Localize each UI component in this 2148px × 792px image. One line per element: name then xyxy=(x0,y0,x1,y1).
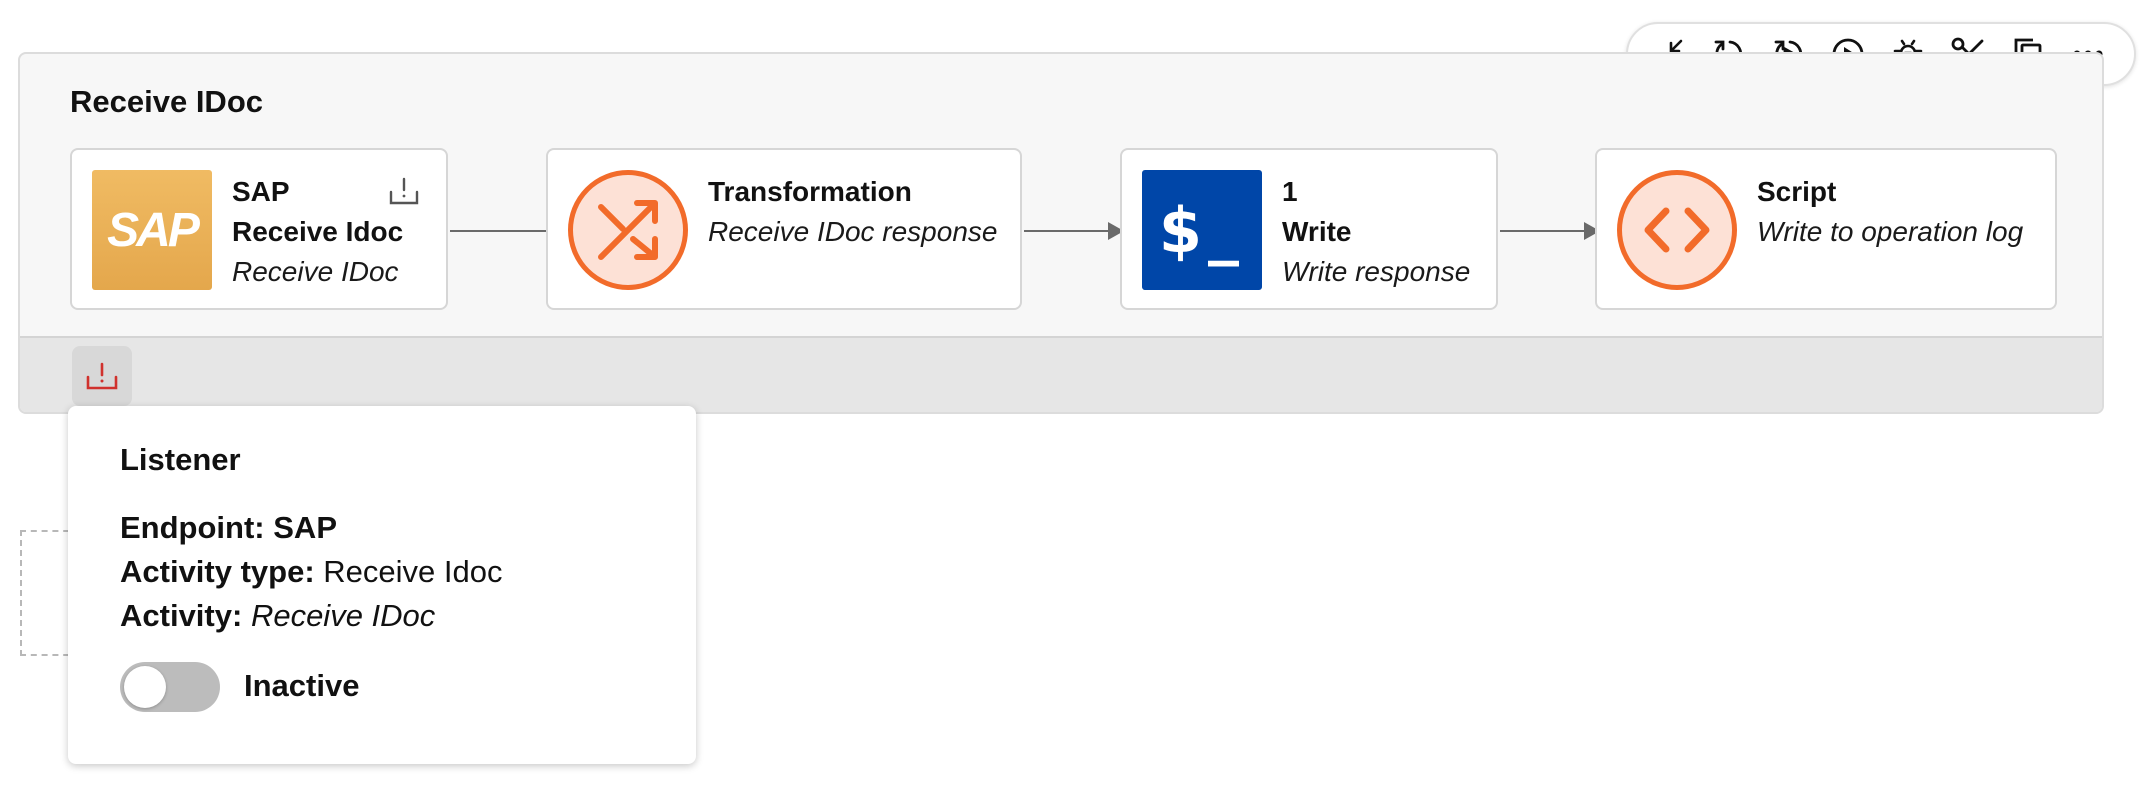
endpoint-row: Endpoint: SAP xyxy=(120,510,337,545)
activity-type-row: Activity type: Receive Idoc xyxy=(120,554,503,589)
step-activity: Write xyxy=(1282,216,1352,247)
operation-container[interactable]: Receive IDoc SAP SAP Receive Idoc Receiv… xyxy=(18,52,2104,414)
flow-arrow xyxy=(1024,222,1124,240)
listener-trigger-button[interactable] xyxy=(72,346,132,406)
step-write[interactable]: $_ 1 Write Write response xyxy=(1120,148,1498,310)
step-script[interactable]: Script Write to operation log xyxy=(1595,148,2057,310)
flow-arrow xyxy=(1500,222,1600,240)
step-title: Script xyxy=(1757,176,1837,207)
step-transformation[interactable]: Transformation Receive IDoc response xyxy=(546,148,1022,310)
step-subtitle: Receive IDoc response xyxy=(708,216,998,247)
step-sap-receive-idoc[interactable]: SAP SAP Receive Idoc Receive IDoc xyxy=(70,148,448,310)
operation-title: Receive IDoc xyxy=(70,84,263,119)
operation-footer xyxy=(20,336,2102,412)
step-title: Transformation xyxy=(708,176,912,207)
step-activity: Receive Idoc xyxy=(232,216,404,247)
step-subtitle: Write to operation log xyxy=(1757,216,2024,247)
drop-zone-placeholder[interactable] xyxy=(20,530,80,656)
step-title: SAP xyxy=(232,176,290,207)
code-icon xyxy=(1617,170,1737,290)
sap-logo-icon: SAP xyxy=(92,170,212,290)
toggle-label: Inactive xyxy=(244,668,360,703)
step-subtitle: Receive IDoc xyxy=(232,256,399,287)
shuffle-icon xyxy=(568,170,688,290)
listener-popover: Listener Endpoint: SAP Activity type: Re… xyxy=(68,406,696,764)
toggle-knob xyxy=(124,666,166,708)
step-title: 1 xyxy=(1282,176,1298,207)
step-subtitle: Write response xyxy=(1282,256,1471,287)
listener-icon[interactable] xyxy=(388,176,420,211)
console-icon: $_ xyxy=(1142,170,1262,290)
activity-row: Activity: Receive IDoc xyxy=(120,598,436,633)
listener-toggle[interactable] xyxy=(120,662,220,712)
popover-title: Listener xyxy=(120,442,241,477)
